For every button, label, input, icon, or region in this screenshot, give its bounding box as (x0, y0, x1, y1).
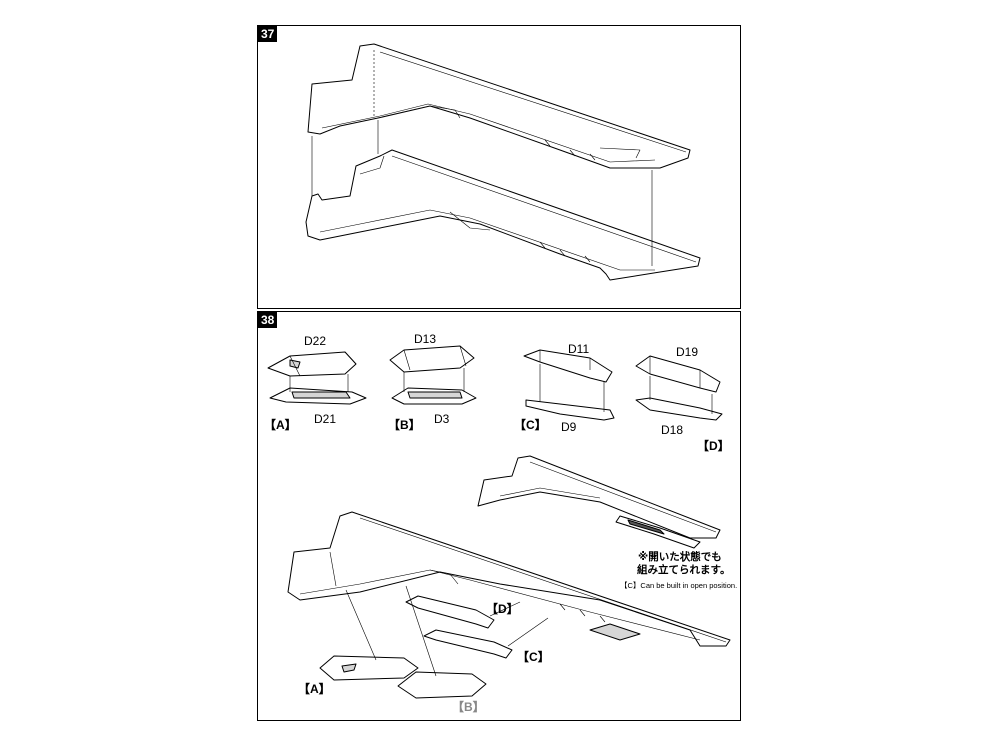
note-jp-line2: 組み立てられます。 (637, 564, 731, 576)
step-38-number: 38 (258, 312, 278, 328)
assembly-label-b: 【B】 (388, 418, 421, 432)
main-wing (287, 511, 731, 647)
sub-assembly-c (523, 349, 615, 421)
part-label-d11: D11 (568, 342, 590, 356)
lower-wing-part (305, 149, 701, 281)
note-jp-line1: ※開いた状態でも (638, 551, 722, 563)
assembly-label-d: 【D】 (697, 439, 730, 453)
reference-wing-open (477, 455, 721, 549)
part-label-d18: D18 (661, 423, 684, 437)
sub-assembly-a (267, 351, 367, 405)
flap-d (405, 595, 495, 629)
flap-a (319, 655, 419, 681)
part-label-d22: D22 (304, 334, 327, 348)
callout-b: 【B】 (452, 700, 485, 714)
part-label-d19: D19 (676, 345, 699, 359)
flap-c (423, 629, 513, 659)
callout-d: 【D】 (486, 602, 519, 616)
upper-wing-part (307, 43, 691, 169)
assembly-label-a: 【A】 (264, 418, 297, 432)
sub-assembly-b (389, 345, 477, 405)
assembly-label-c: 【C】 (514, 418, 547, 432)
part-label-d9: D9 (561, 420, 577, 434)
callout-a: 【A】 (298, 682, 331, 696)
note-en: 【C】Can be built in open position. (620, 581, 738, 590)
sub-assembly-d (635, 355, 723, 421)
part-label-d3: D3 (434, 412, 450, 426)
part-label-d21: D21 (314, 412, 337, 426)
callout-c: 【C】 (517, 650, 550, 664)
flap-b (397, 671, 487, 699)
part-label-d13: D13 (414, 332, 437, 346)
step-37-number: 37 (258, 26, 278, 42)
